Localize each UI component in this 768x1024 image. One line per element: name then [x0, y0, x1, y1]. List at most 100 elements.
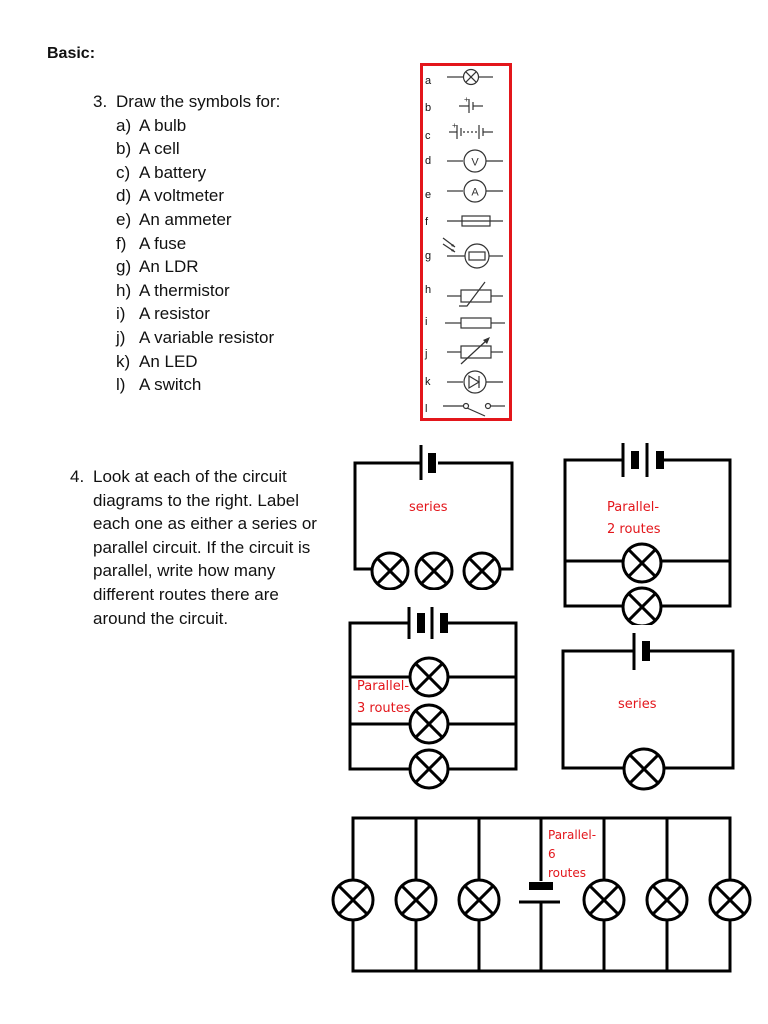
cell-short-plate — [642, 641, 650, 661]
item-letter: c) — [116, 162, 131, 182]
bulb-icon — [394, 878, 438, 922]
cell-short-plate — [417, 613, 425, 633]
item-letter: d) — [116, 186, 132, 206]
question-number: 3. — [93, 92, 108, 111]
item-letter: k) — [116, 351, 131, 371]
circuit-diagram-1 — [353, 445, 514, 590]
question-text: Look at each of the circuit diagrams to … — [93, 467, 317, 628]
list-item: h) A thermistor — [116, 279, 280, 303]
battery-icon: + — [449, 121, 493, 139]
question-3: 3.Draw the symbols for: a)A bulb b)A cel… — [93, 90, 280, 397]
answer-label-1: series — [409, 497, 448, 519]
symbol-row: b + — [423, 93, 509, 115]
bulb-icon — [462, 551, 502, 590]
answer-line: 3 routes — [357, 701, 411, 716]
wire — [662, 458, 732, 608]
symbol-label: e — [425, 189, 432, 201]
list-item: c) A battery — [116, 161, 280, 185]
list-item: e) An ammeter — [116, 208, 280, 232]
item-text: An LED — [139, 351, 198, 371]
answer-line: 6 — [548, 847, 556, 861]
bulb-icon — [457, 878, 501, 922]
item-letter: i) — [116, 304, 126, 324]
symbol-label: b — [425, 102, 432, 114]
cell-short-plate — [440, 613, 448, 633]
answer-line: routes — [548, 866, 586, 880]
symbol-label: l — [425, 403, 428, 415]
switch-icon — [443, 402, 505, 417]
wire — [649, 649, 735, 770]
item-text: A bulb — [139, 115, 187, 135]
item-text: A switch — [139, 375, 202, 395]
voltmeter-icon: V — [447, 149, 503, 173]
item-text: A voltmeter — [139, 186, 225, 206]
question-4: 4. Look at each of the circuit diagrams … — [70, 465, 333, 630]
bulb-icon — [447, 68, 493, 86]
wire — [348, 621, 410, 771]
section-heading: Basic: — [47, 45, 96, 62]
answer-line: Parallel- — [357, 679, 410, 694]
item-text: A battery — [139, 162, 207, 182]
answer-line: Parallel- — [548, 828, 597, 842]
thermistor-icon — [447, 281, 503, 307]
answer-line: series — [409, 500, 448, 515]
ammeter-icon: A — [447, 179, 503, 203]
list-item: l) A switch — [116, 373, 280, 397]
symbol-table: a b + c + d V e A f g h i j k l — [420, 63, 512, 421]
symbol-row: a — [423, 68, 509, 90]
bulb-icon — [408, 748, 450, 790]
list-item: i) A resistor — [116, 302, 280, 326]
symbol-row: c + — [423, 118, 509, 142]
symbol-row: d V — [423, 148, 509, 174]
item-text: A cell — [139, 139, 180, 159]
question-number: 4. — [70, 467, 85, 486]
cell-short-plate — [631, 451, 639, 469]
symbol-label: a — [425, 75, 432, 87]
item-letter: e) — [116, 209, 132, 229]
cell-icon: + — [459, 95, 483, 113]
circuit-diagram-2 — [563, 443, 732, 625]
answer-label-2: Parallel- 2 routes — [607, 497, 661, 541]
item-text: An ammeter — [139, 209, 232, 229]
symbol-row: l — [423, 400, 509, 418]
list-item: j) A variable resistor — [116, 326, 280, 350]
list-item: a) A bulb — [116, 114, 280, 138]
symbol-label: i — [425, 316, 428, 328]
wire — [438, 461, 514, 571]
list-item: b) A cell — [116, 137, 280, 161]
wire — [563, 458, 622, 608]
bulb-icon — [621, 542, 663, 584]
item-letter: a) — [116, 115, 132, 135]
symbol-label: h — [425, 284, 432, 296]
symbol-row: f — [423, 212, 509, 230]
bulb-icon — [408, 703, 450, 745]
item-letter: b) — [116, 139, 132, 159]
item-text: An LDR — [139, 257, 199, 277]
item-text: A thermistor — [139, 280, 230, 300]
symbol-label: j — [425, 348, 428, 360]
answer-line: Parallel- — [607, 500, 660, 515]
item-letter: f) — [116, 233, 127, 253]
bulb-icon — [622, 747, 666, 791]
symbol-row: k — [423, 369, 509, 395]
wire — [448, 621, 518, 771]
item-letter: h) — [116, 280, 132, 300]
wire — [353, 461, 420, 571]
circuit-diagram-5 — [331, 816, 752, 973]
bulb-icon — [370, 551, 410, 590]
circuit-diagram-4 — [561, 633, 735, 791]
cell-short-plate — [529, 882, 553, 890]
list-item: f)A fuse — [116, 232, 280, 256]
item-letter: j) — [116, 327, 126, 347]
ldr-icon — [442, 237, 503, 269]
led-icon — [447, 370, 503, 394]
item-text: A variable resistor — [139, 327, 275, 347]
variable-resistor-icon — [447, 337, 503, 365]
resistor-icon — [445, 317, 505, 329]
symbol-row: h — [423, 280, 509, 308]
symbol-row: e A — [423, 178, 509, 204]
item-letter: l) — [116, 375, 126, 395]
item-text: A resistor — [139, 304, 210, 324]
positive-sign: + — [452, 121, 457, 130]
symbol-label: f — [425, 216, 429, 228]
